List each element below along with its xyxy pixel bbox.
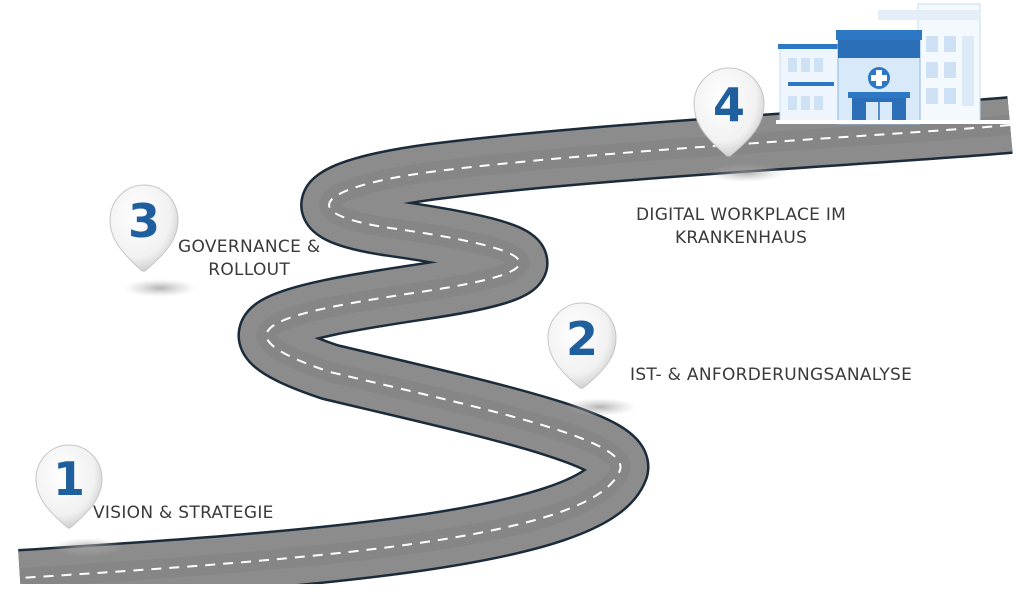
pin-4-marker (693, 67, 765, 157)
pin-3-marker (109, 184, 179, 272)
hospital-building-icon (776, 3, 1012, 125)
pin-2-shadow (564, 398, 636, 416)
pin-4-number: 4 (713, 78, 745, 132)
milestone-2-label-line-1: IST- & ANFORDERUNGSANALYSE (630, 365, 913, 385)
milestone-pin-1: 1 (35, 444, 124, 556)
milestone-pin-3: 3 (109, 184, 196, 297)
pin-2-number: 2 (566, 312, 598, 366)
milestone-1-label: VISION & STRATEGIE (93, 502, 274, 525)
milestone-3-label: GOVERNANCE & ROLLOUT (178, 236, 320, 282)
milestone-1-label-line-1: VISION & STRATEGIE (93, 503, 274, 523)
milestone-pin-2: 2 (547, 302, 636, 416)
milestone-3-label-line-1: GOVERNANCE & (178, 237, 321, 257)
road (0, 96, 1024, 592)
milestone-pin-4: 4 (693, 67, 784, 182)
milestone-4-label-line-1: DIGITAL WORKPLACE IM (636, 205, 847, 225)
pin-1-marker (35, 444, 103, 529)
milestone-3-label-line-2: ROLLOUT (208, 260, 291, 280)
milestone-2-label: IST- & ANFORDERUNGSANALYSE (630, 364, 912, 387)
road-center-line (19, 124, 1011, 579)
pin-1-shadow (52, 538, 124, 556)
milestone-4-label-line-2: KRANKENHAUS (674, 228, 808, 248)
pin-4-shadow (708, 164, 784, 182)
pin-2-marker (547, 302, 617, 389)
pin-1-number: 1 (53, 452, 85, 506)
pin-3-shadow (124, 279, 196, 297)
pin-3-number: 3 (128, 194, 160, 248)
milestone-4-label: DIGITAL WORKPLACE IM KRANKENHAUS (636, 204, 846, 250)
